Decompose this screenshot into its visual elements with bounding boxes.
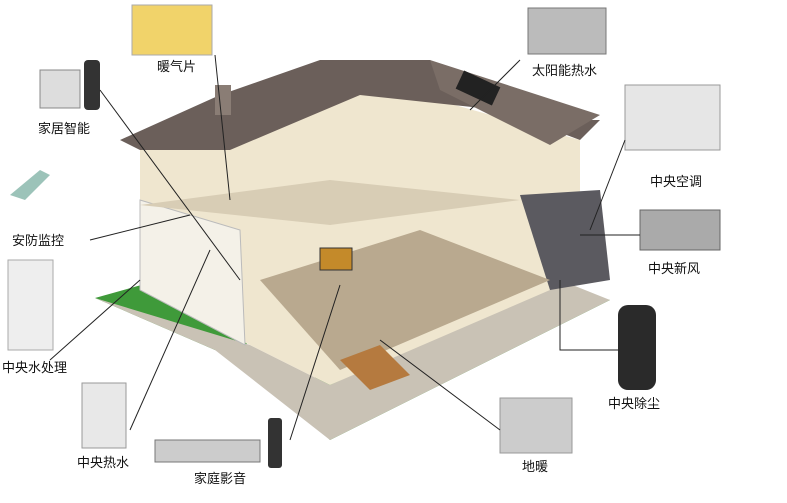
label-smart-home: 家居智能 bbox=[38, 121, 90, 137]
middle-floor bbox=[140, 180, 520, 225]
label-security: 安防监控 bbox=[12, 233, 64, 249]
label-hot-water: 中央热水 bbox=[77, 456, 129, 471]
ground-base bbox=[95, 280, 610, 440]
chimney bbox=[215, 85, 231, 115]
vacuum-icon bbox=[618, 305, 656, 390]
label-floor-heating: 地暖 bbox=[522, 460, 548, 475]
label-central-ac: 中央空调 bbox=[650, 175, 702, 190]
solar-panel-roof bbox=[455, 70, 501, 106]
label-vacuum: 中央除尘 bbox=[608, 397, 660, 412]
remote-icon bbox=[84, 60, 100, 110]
floor-heating-area bbox=[340, 345, 410, 390]
roof bbox=[120, 60, 600, 150]
house-left-wall bbox=[139, 199, 246, 346]
label-radiator: 暖气片 bbox=[157, 59, 196, 75]
floor-heating-icon bbox=[499, 397, 573, 454]
label-solar-water: 太阳能热水 bbox=[532, 64, 597, 79]
tv bbox=[319, 247, 353, 271]
camera-icon bbox=[10, 170, 50, 200]
dvd-icon bbox=[154, 439, 261, 463]
leader-lines bbox=[49, 54, 640, 441]
smart-panel-icon bbox=[39, 69, 81, 109]
radiator-icon bbox=[131, 4, 213, 56]
hot-water-icon bbox=[81, 382, 127, 449]
house-right-wall bbox=[520, 190, 610, 290]
label-fresh-air: 中央新风 bbox=[648, 261, 700, 277]
ac-icon bbox=[624, 84, 721, 151]
solar-water-icon bbox=[527, 7, 607, 55]
fresh-air-icon bbox=[639, 209, 721, 251]
label-home-theater: 家庭影音 bbox=[194, 471, 246, 487]
water-treatment-icon bbox=[7, 259, 54, 351]
remote-av-icon bbox=[268, 418, 282, 468]
label-water-treatment: 中央水处理 bbox=[2, 361, 67, 376]
